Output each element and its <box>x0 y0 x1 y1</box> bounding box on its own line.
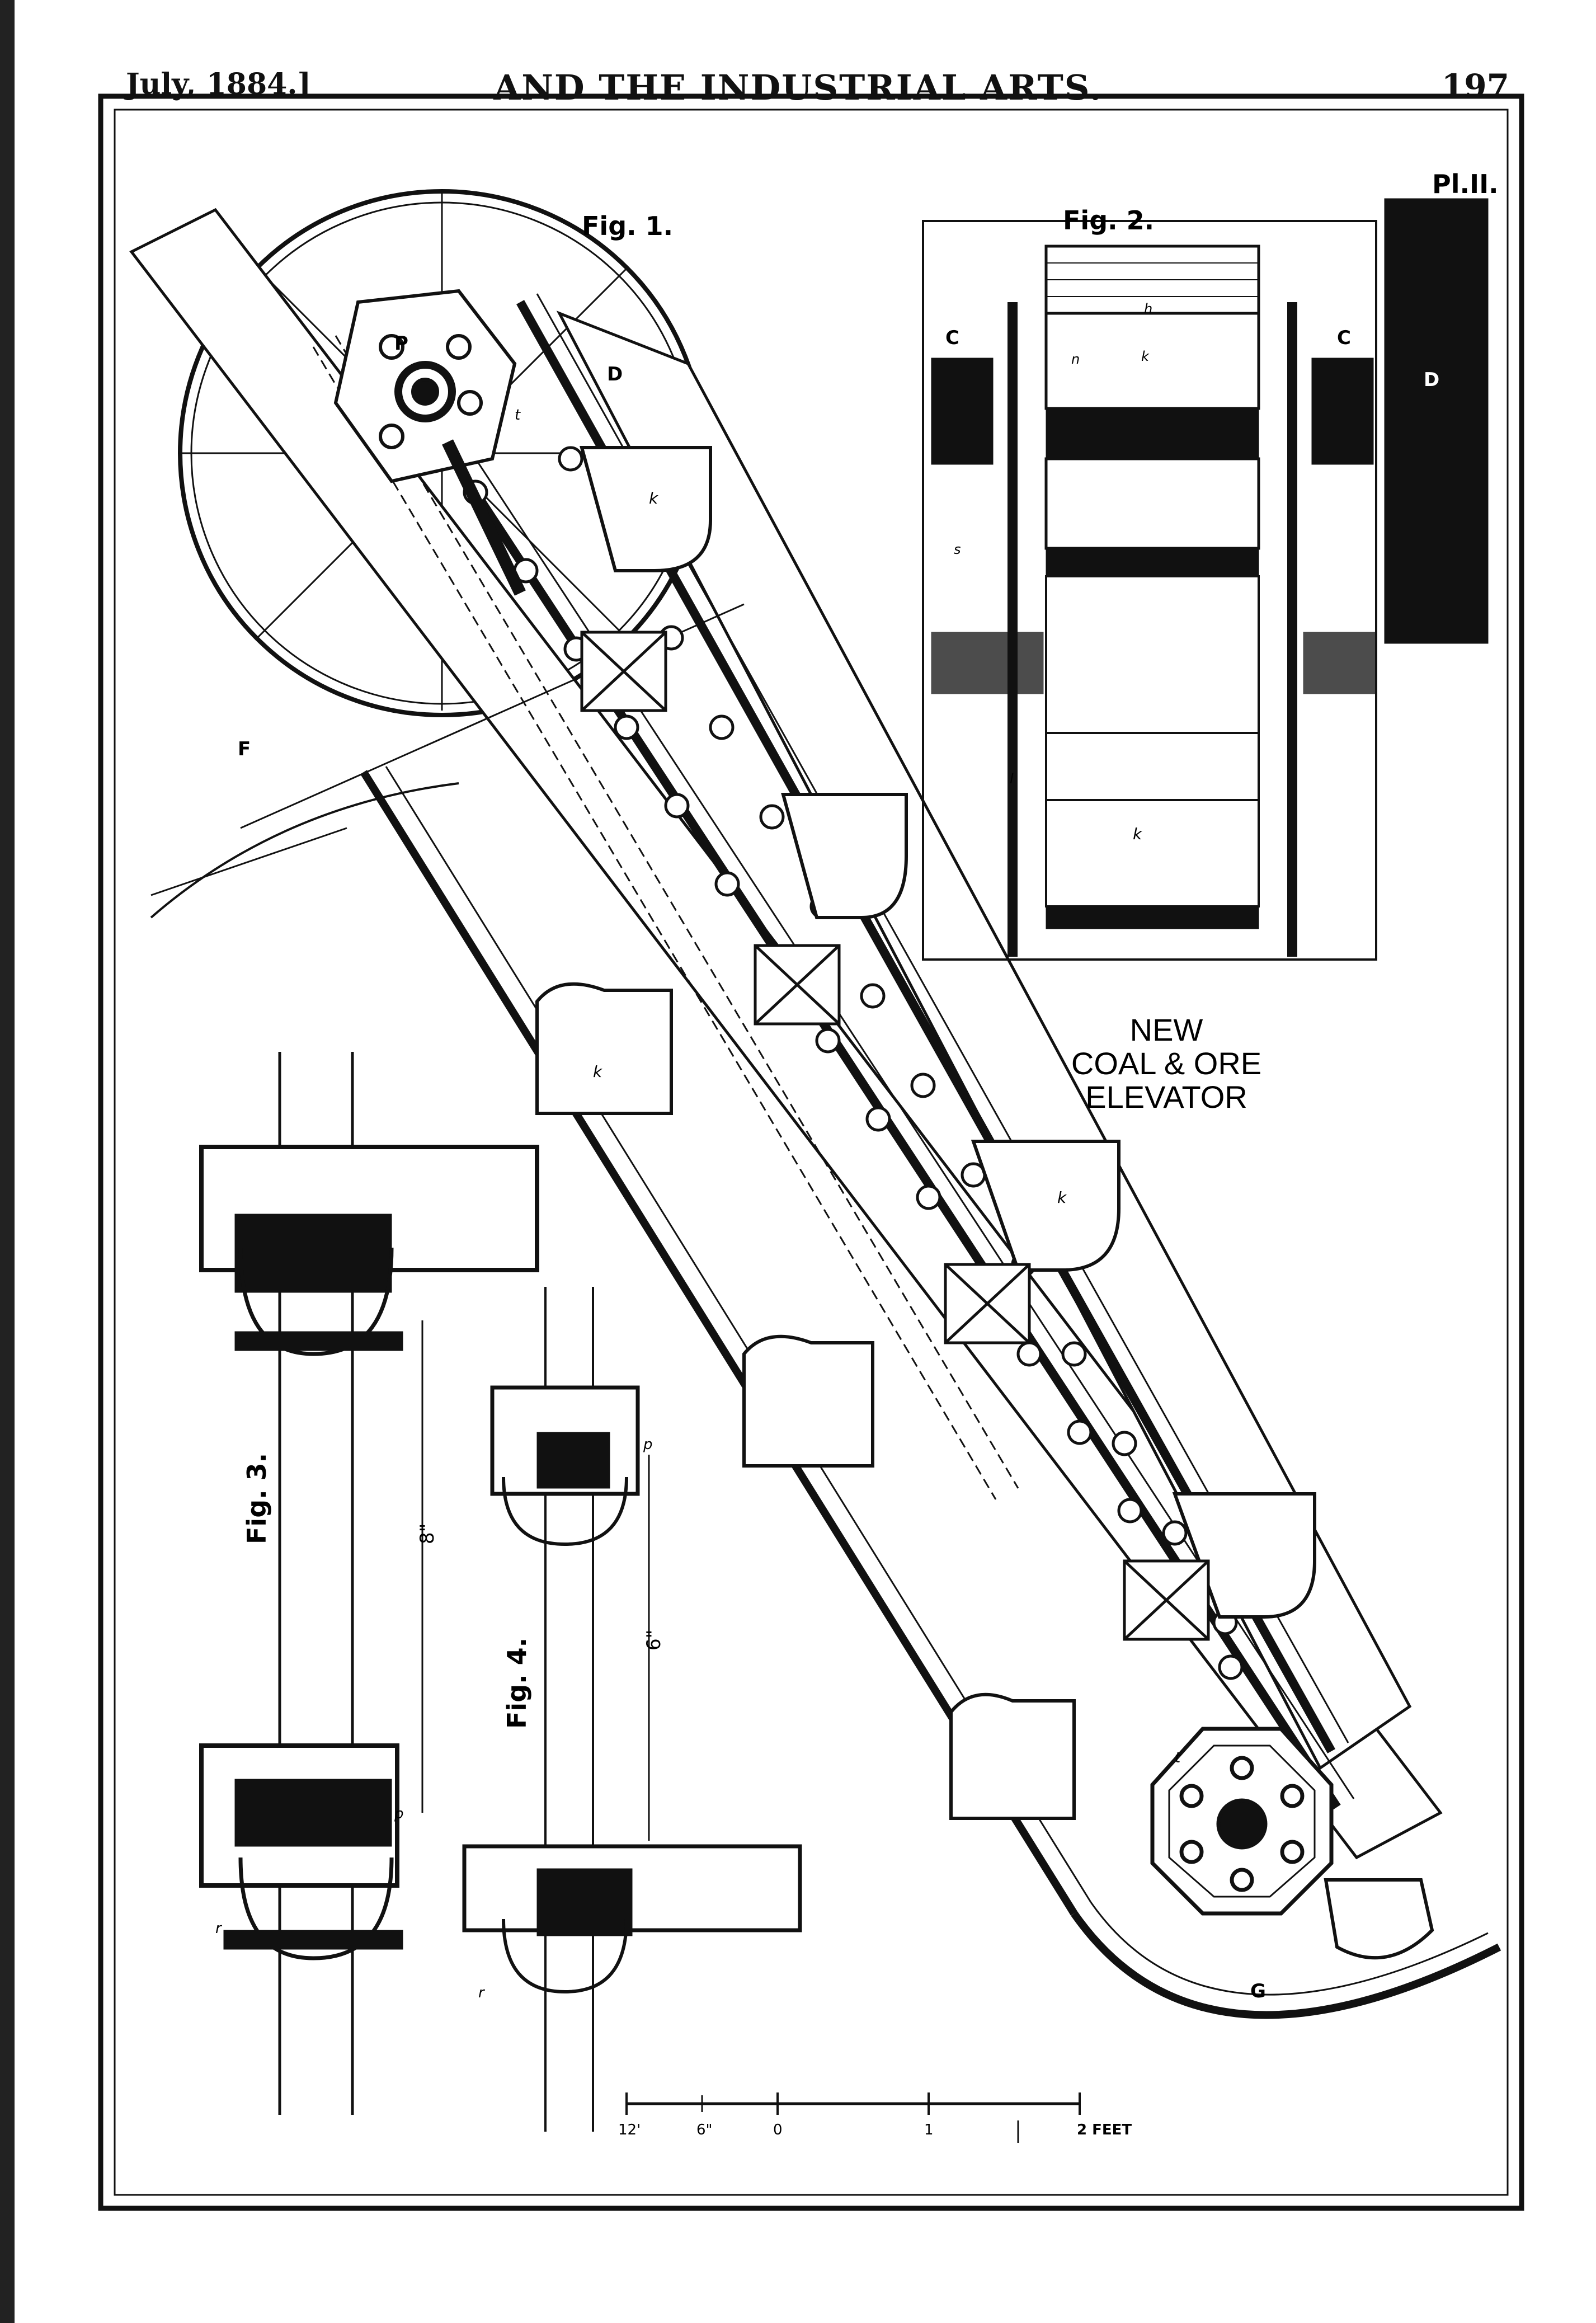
fig4-drawing <box>462 1287 802 2132</box>
label-t-fig1: t <box>515 407 521 424</box>
label-g: G <box>1250 1980 1266 2002</box>
label-r-fig3: r <box>215 1920 223 1937</box>
label-f: F <box>238 738 251 760</box>
scale-tick-0: 0 <box>773 2122 783 2138</box>
boot-sprocket <box>1150 1727 1334 1916</box>
fig1-label: Fig. 1. <box>582 211 673 241</box>
plate-inner-border <box>114 109 1509 2196</box>
fig3-label: Fig. 3. <box>242 1453 272 1544</box>
label-c-right: C <box>1337 327 1351 349</box>
label-p-fig3: p <box>394 1805 404 1822</box>
elevator-title-line-1: NEW <box>1130 1012 1203 1047</box>
elevator-title-line-3: ELEVATOR <box>1085 1079 1247 1115</box>
page-header: July, 1884.] AND THE INDUSTRIAL ARTS. 19… <box>0 67 1596 117</box>
head-sprocket <box>333 289 526 596</box>
page-edge <box>0 0 15 2323</box>
journal-title: AND THE INDUSTRIAL ARTS. <box>493 67 1103 108</box>
label-k-bucket-3: k <box>1057 1188 1067 1207</box>
scale-tick-6: 6" <box>696 2122 713 2138</box>
boot-bucket <box>1324 1878 1434 1960</box>
label-n: n <box>1071 351 1080 367</box>
label-l: l <box>1010 771 1014 787</box>
plate-outer-border <box>98 93 1524 2211</box>
label-t-boot: t <box>1175 1750 1181 1766</box>
fig2-drawing <box>922 198 1489 961</box>
scale-bar <box>625 2092 1081 2143</box>
scale-end-label: 2 FEET <box>1077 2122 1132 2138</box>
label-s: s <box>954 542 961 557</box>
label-r-fig4: r <box>478 1985 486 2001</box>
page-number: 197 <box>1441 67 1509 105</box>
label-d-fig2: D <box>1424 369 1439 391</box>
dimension-fig3: 8" <box>416 1523 439 1544</box>
fig3-drawing <box>199 1052 539 2115</box>
dimension-fig4: 6" <box>643 1630 665 1650</box>
elevator-title-line-2: COAL & ORE <box>1071 1046 1261 1081</box>
label-k-fig2: k <box>1133 825 1143 843</box>
cross-braces <box>580 631 1210 1641</box>
scale-tick-1: 1 <box>924 2122 934 2138</box>
scale-tick-12: 12' <box>618 2122 641 2138</box>
plate-number: Pl.II. <box>1432 169 1499 199</box>
fig4-label: Fig. 4. <box>502 1638 532 1729</box>
label-k-fig2-top: k <box>1141 349 1150 364</box>
label-c-left: C <box>945 327 959 349</box>
fig2-label: Fig. 2. <box>1063 205 1154 236</box>
label-p-fig4: p <box>643 1436 653 1453</box>
label-d-fig1: D <box>607 363 623 385</box>
label-k-bucket-1: k <box>649 489 659 507</box>
label-h: h <box>1144 301 1152 317</box>
label-p: P <box>394 332 408 355</box>
label-k-bucket-2: k <box>593 1062 603 1081</box>
